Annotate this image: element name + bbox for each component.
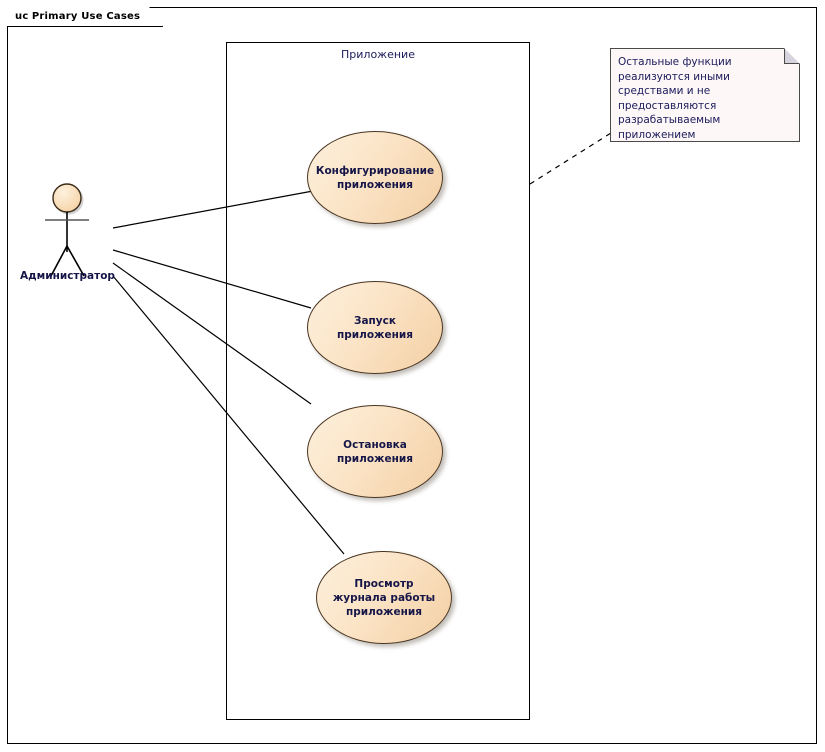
use-case-label: Конфигурирование приложения	[315, 164, 435, 191]
note-text: Остальные функции реализуются иными сред…	[618, 56, 732, 141]
note-comment[interactable]: Остальные функции реализуются иными сред…	[610, 48, 800, 142]
use-case-configure[interactable]: Конфигурирование приложения	[307, 131, 443, 224]
use-case-label: Просмотр журнала работы приложения	[332, 577, 436, 618]
note-body	[610, 48, 800, 142]
stick-figure-actor-icon	[45, 183, 89, 277]
use-case-label: Остановка приложения	[337, 438, 413, 465]
diagram-title: Primary Use Cases	[31, 11, 141, 22]
use-case-view-log[interactable]: Просмотр журнала работы приложения	[316, 551, 452, 644]
diagram-kind-label: uc	[15, 11, 29, 22]
use-case-start[interactable]: Запуск приложения	[307, 281, 443, 374]
actor-label: Администратор	[20, 270, 115, 282]
use-case-label: Запуск приложения	[337, 314, 413, 341]
system-boundary-label: Приложение	[341, 48, 415, 61]
diagram-frame-title-tab: uc Primary Use Cases	[7, 7, 163, 27]
actor-administrator[interactable]	[20, 180, 130, 290]
use-case-stop[interactable]: Остановка приложения	[307, 405, 443, 498]
